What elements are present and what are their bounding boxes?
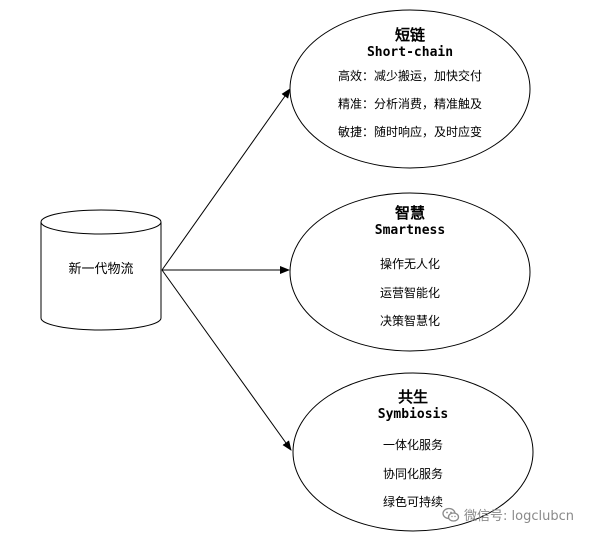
watermark-text: 微信号: logclubcn xyxy=(464,509,574,524)
branch-item: 精准：分析消费，精准触及 xyxy=(337,97,483,111)
branch-item: 操作无人化 xyxy=(379,257,441,271)
ellipse-symbiosis xyxy=(292,372,534,532)
arrow-to-symbiosis xyxy=(161,269,292,451)
ellipse-short-chain xyxy=(289,9,531,169)
branch-title-smartness: 智慧 xyxy=(394,204,426,222)
branch-item: 决策智慧化 xyxy=(379,314,441,328)
branch-subtitle-symbiosis: Symbiosis xyxy=(377,407,449,422)
branch-item: 运营智能化 xyxy=(379,286,441,300)
watermark: 微信号: logclubcn xyxy=(442,505,574,524)
cylinder-node xyxy=(40,209,162,331)
branch-subtitle-smartness: Smartness xyxy=(374,223,446,238)
ellipse-smartness xyxy=(289,192,531,352)
branch-item: 绿色可持续 xyxy=(382,495,444,509)
branch-item: 一体化服务 xyxy=(382,438,444,452)
branch-subtitle-short-chain: Short-chain xyxy=(366,45,454,60)
wechat-icon xyxy=(442,506,460,524)
branch-title-short-chain: 短链 xyxy=(394,26,426,44)
branch-item: 敏捷：随时响应，及时应变 xyxy=(337,125,483,139)
center-node-label: 新一代物流 xyxy=(68,262,134,277)
branch-item: 协同化服务 xyxy=(382,467,444,481)
branch-title-symbiosis: 共生 xyxy=(397,388,429,406)
branch-item: 高效：减少搬运，加快交付 xyxy=(337,69,483,83)
arrow-to-short-chain xyxy=(161,88,291,271)
